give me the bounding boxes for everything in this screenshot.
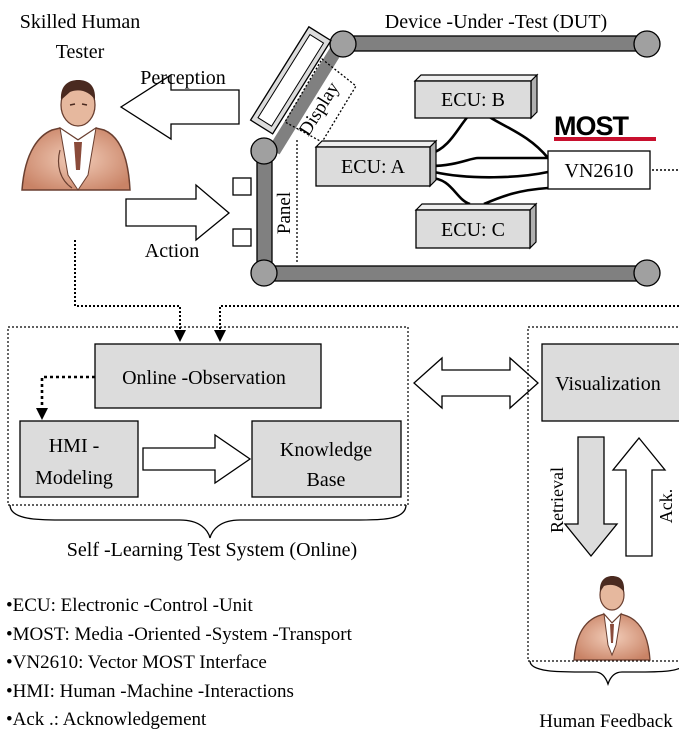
panel-button-bottom (232, 228, 252, 247)
legend-item-most: •MOST: Media -Oriented -System -Transpor… (6, 623, 352, 645)
kb-label-line2: Base (307, 469, 346, 491)
retrieval-arrow (563, 436, 619, 558)
dotted-connectors (74, 240, 679, 332)
hmi-to-kb-arrow (142, 433, 252, 485)
online-observation-box (94, 343, 322, 409)
visualization-label: Visualization (555, 373, 660, 395)
legend-item-ack: •Ack .: Acknowledgement (6, 709, 207, 730)
panel-label: Panel (274, 192, 295, 234)
most-logo-underline (554, 137, 656, 141)
perception-label: Perception (140, 67, 226, 89)
self-learning-caption: Self -Learning Test System (Online) (67, 539, 357, 561)
arrowhead-hmi (36, 408, 48, 420)
human-feedback-icon (573, 576, 651, 661)
perception-arrow (119, 73, 240, 141)
ecu-c-label: ECU: C (441, 219, 505, 241)
ecu-c-box (414, 202, 538, 250)
dut-frame (250, 30, 661, 287)
kb-label-line1: Knowledge (280, 439, 372, 461)
bidirectional-arrow (413, 356, 539, 410)
panel-button-top (232, 177, 252, 196)
hmi-modeling-box (19, 420, 139, 498)
knowledge-base-box (251, 420, 402, 498)
human-feedback-brace (529, 660, 679, 687)
arrowhead-tester (174, 330, 186, 342)
legend-item-hmi: •HMI: Human -Machine -Interactions (6, 680, 294, 702)
legend-item-ecu: •ECU: Electronic -Control -Unit (6, 595, 253, 616)
self-learning-brace (9, 504, 407, 539)
ecu-a-box (314, 139, 438, 188)
arrowhead-dut (214, 330, 226, 342)
action-arrow (125, 183, 231, 242)
visualization-box (541, 343, 679, 422)
online-observation-label: Online -Observation (122, 367, 286, 389)
ecu-bus-wires (429, 106, 550, 206)
vn2610-label: VN2610 (565, 160, 634, 182)
tester-title-line2: Tester (56, 41, 105, 63)
abbreviation-legend: •ECU: Electronic -Control -Unit •MOST: M… (6, 592, 352, 735)
retrieval-label: Retrieval (547, 467, 567, 533)
self-learning-region (7, 326, 409, 506)
human-feedback-region (527, 326, 679, 662)
observation-to-hmi-link (40, 375, 95, 410)
dut-title: Device -Under -Test (DUT) (385, 11, 607, 33)
ack-label: Ack. (656, 489, 676, 524)
hmi-label-line2: Modeling (35, 467, 113, 489)
ack-arrow (611, 436, 667, 557)
legend-item-vn2610: •VN2610: Vector MOST Interface (6, 652, 267, 673)
ecu-b-box (413, 73, 539, 120)
action-label: Action (145, 240, 199, 262)
tester-title-line1: Skilled Human (20, 11, 141, 33)
human-feedback-caption: Human Feedback (539, 711, 673, 732)
vn2610-box (547, 150, 651, 190)
display-screen (249, 25, 332, 135)
human-tester-icon (21, 80, 131, 191)
ecu-a-label: ECU: A (341, 156, 405, 178)
most-logo: MOST (554, 111, 630, 141)
hmi-label-line1: HMI - (49, 435, 100, 457)
ecu-b-label: ECU: B (441, 89, 505, 111)
